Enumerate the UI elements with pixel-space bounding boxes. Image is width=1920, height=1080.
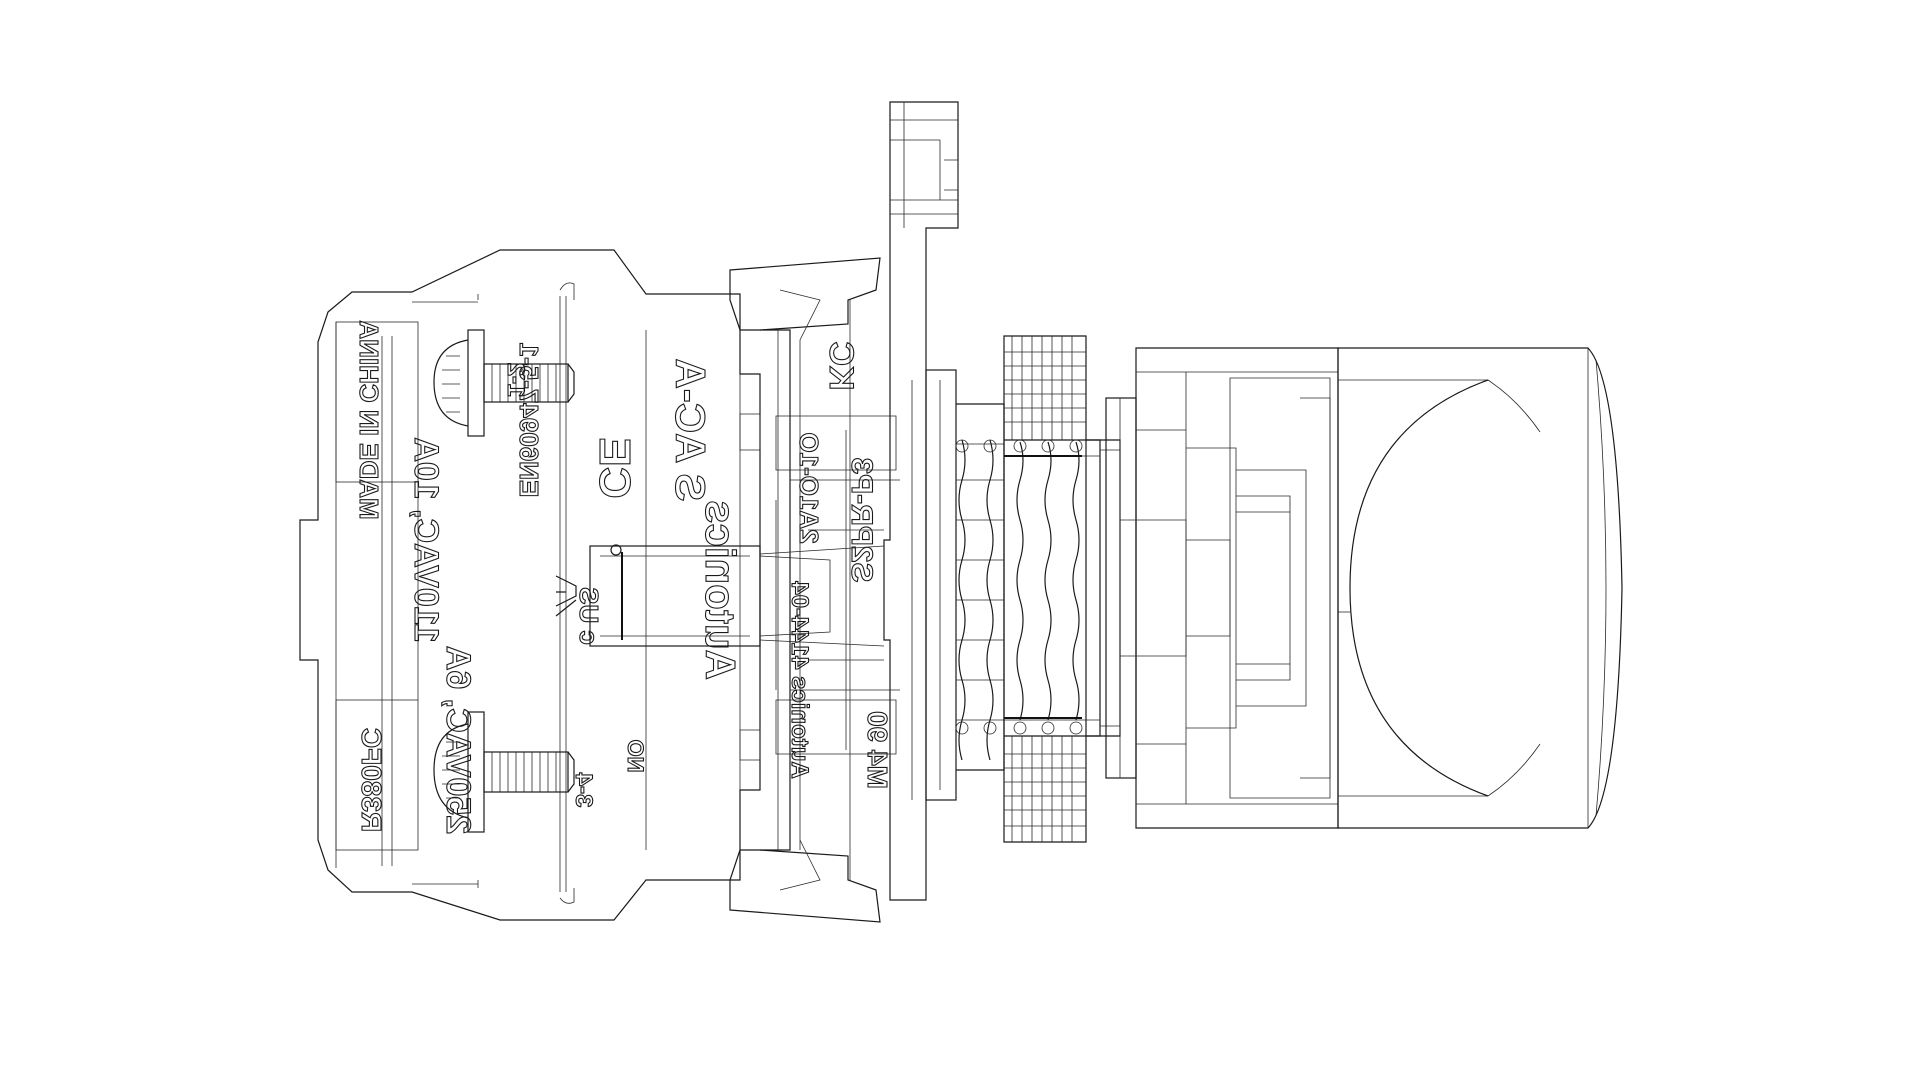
mounting-bracket bbox=[729, 257, 881, 923]
marking-ul: c US bbox=[574, 587, 604, 645]
marking-ce: CE bbox=[590, 437, 639, 498]
marking-model-top: S AC-A bbox=[667, 358, 714, 501]
marking-code: R380FC bbox=[356, 728, 387, 832]
markings: Autonics S AC-A MADE IN CHINA 110VAC, 10… bbox=[353, 320, 893, 835]
marking-standard: EN60947-5-1 bbox=[514, 343, 544, 498]
marking-kc-code: 2A1O-1O bbox=[794, 432, 824, 543]
plunger bbox=[589, 544, 831, 647]
marking-no: NO bbox=[623, 740, 648, 773]
contact-block bbox=[299, 249, 761, 921]
button-cap bbox=[1337, 347, 1623, 829]
threaded-bushing bbox=[925, 369, 1101, 801]
marking-series: S2PR-P3 bbox=[845, 457, 878, 582]
ul-logo-icon bbox=[555, 575, 577, 617]
mounting-plate bbox=[883, 101, 959, 901]
bracket-details bbox=[739, 413, 900, 761]
marking-model-side: M4 90 bbox=[862, 711, 893, 789]
plunger-guides bbox=[759, 430, 885, 750]
marking-contact-1: 1-2 bbox=[502, 363, 529, 398]
terminal-screw-top bbox=[433, 329, 575, 437]
marking-contact-2: 3-4 bbox=[570, 772, 597, 807]
knurled-nut bbox=[1003, 335, 1121, 843]
marking-rating-1: 110VAC, 10A bbox=[407, 437, 445, 642]
bezel-collar bbox=[1105, 347, 1339, 829]
marking-brand: Autonics bbox=[697, 500, 744, 680]
marking-made-in: MADE IN CHINA bbox=[354, 320, 384, 520]
marking-rating-2: 250VAC, 6A bbox=[439, 646, 477, 834]
marking-manufacturer: Autonics 4144-04 bbox=[786, 581, 813, 779]
marking-kc: KC bbox=[822, 341, 860, 390]
terminal-screw-bottom bbox=[433, 711, 575, 833]
